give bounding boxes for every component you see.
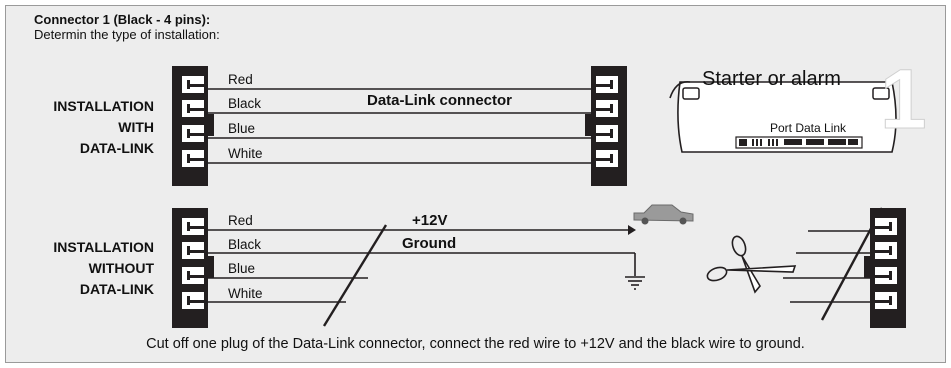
right-connector-bottom xyxy=(783,207,906,328)
wire-label-blue-top: Blue xyxy=(228,121,256,136)
installation-without-datalink-label: INSTALLATION WITHOUT DATA-LINK xyxy=(53,239,154,297)
diagram-subtitle: Determin the type of installation: xyxy=(34,27,220,42)
starter-alarm-module: 1 xyxy=(669,52,927,153)
wire-label-black-top: Black xyxy=(228,96,262,111)
ground-icon xyxy=(625,276,645,290)
left-connector-top xyxy=(172,66,214,186)
wire-label-red-top: Red xyxy=(228,72,253,87)
diagram-title: Connector 1 (Black - 4 pins): xyxy=(34,12,211,27)
wire-label-white-bottom: White xyxy=(228,286,263,301)
power-arrow xyxy=(628,225,636,235)
footer-note: Cut off one plug of the Data-Link connec… xyxy=(146,336,805,352)
datalink-connector-label: Data-Link connector xyxy=(367,92,513,109)
wire-label-white-top: White xyxy=(228,146,263,161)
wire-label-black-bottom: Black xyxy=(228,237,262,252)
ground-label: Ground xyxy=(402,235,457,252)
module-label: Starter or alarm xyxy=(702,68,841,90)
wire-label-blue-bottom: Blue xyxy=(228,261,256,276)
bottom-wires xyxy=(204,224,636,327)
module-number: 1 xyxy=(880,52,927,146)
diagram-panel xyxy=(5,5,946,363)
power-12v-label: +12V xyxy=(412,212,448,229)
scissors-icon xyxy=(706,235,797,294)
left-connector-bottom xyxy=(172,208,214,328)
right-connector-top xyxy=(585,66,627,186)
installation-with-datalink-label: INSTALLATION WITH DATA-LINK xyxy=(53,98,154,156)
wire-label-red-bottom: Red xyxy=(228,213,253,228)
port-datalink-label: Port Data Link xyxy=(770,121,847,135)
top-wires xyxy=(204,88,596,164)
car-icon xyxy=(633,204,694,225)
